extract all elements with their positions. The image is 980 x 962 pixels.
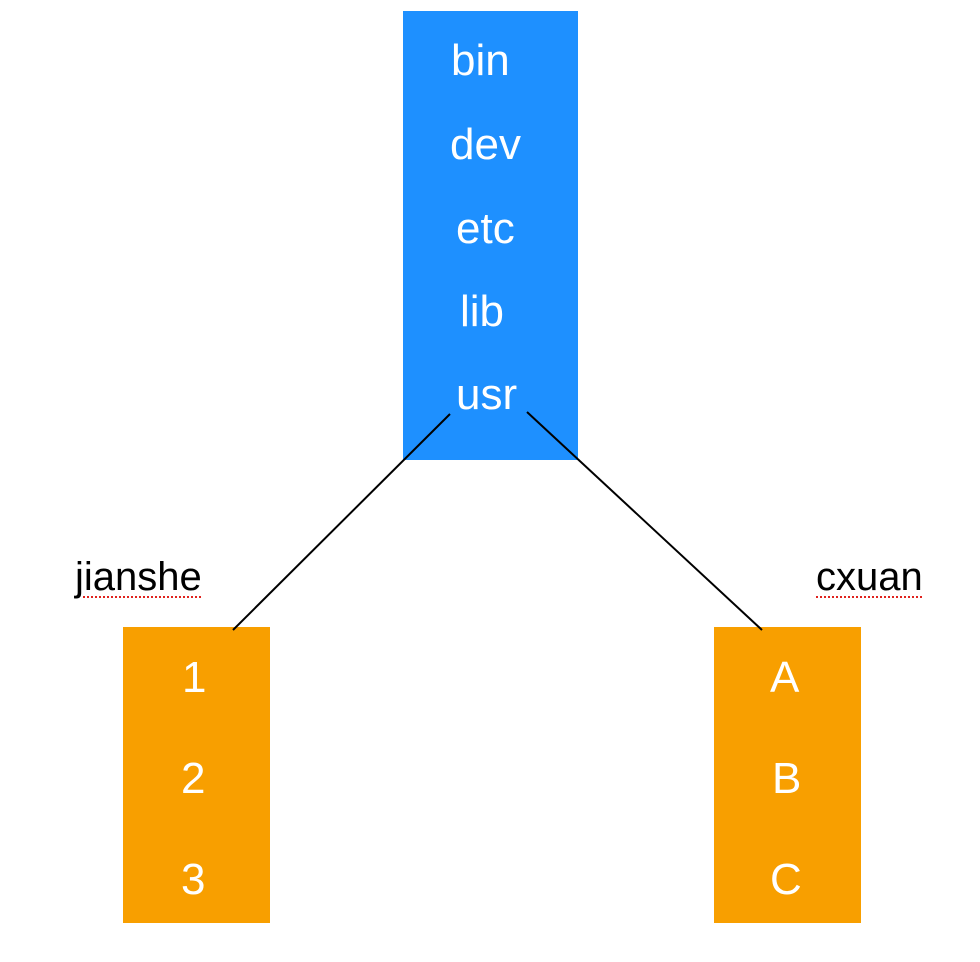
- cxuan-directory-box: [714, 627, 861, 923]
- root-item-bin: bin: [451, 36, 510, 85]
- cxuan-label: cxuan: [816, 555, 923, 599]
- jianshe-item-2: 2: [181, 754, 206, 803]
- cxuan-item-c: C: [770, 855, 802, 904]
- root-item-etc: etc: [456, 204, 515, 253]
- root-item-lib: lib: [460, 287, 505, 336]
- jianshe-item-3: 3: [181, 855, 206, 904]
- root-directory-box: [403, 11, 578, 460]
- root-item-dev: dev: [450, 120, 521, 169]
- jianshe-label: jianshe: [75, 555, 202, 599]
- cxuan-item-a: A: [770, 653, 800, 702]
- jianshe-item-1: 1: [182, 653, 207, 702]
- cxuan-item-b: B: [772, 754, 802, 803]
- jianshe-directory-box: [123, 627, 270, 923]
- root-item-usr: usr: [456, 370, 518, 419]
